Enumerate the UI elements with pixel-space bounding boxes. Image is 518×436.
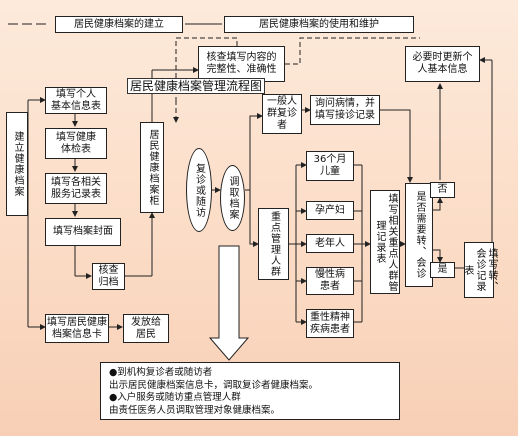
issue-card-box: 发放给 居民 xyxy=(123,314,169,343)
followup-oval: 复诊或随访 xyxy=(186,148,212,232)
fill-exam-box: 填写健康 体检表 xyxy=(45,128,107,159)
fill-cover-box: 填写档案封面 xyxy=(45,218,121,246)
children-box: 36个月 儿童 xyxy=(306,151,354,181)
mental-box: 重性精神 疾病患者 xyxy=(306,309,354,338)
fill-service-record-box: 填写各相关 服务记录表 xyxy=(45,173,107,204)
check-complete-box: 核查填写内容的 完整性、准确性 xyxy=(198,46,285,82)
fill-basic-info-box: 填写个人 基本信息表 xyxy=(45,87,107,114)
chronic-box: 慢性病 患者 xyxy=(306,267,354,295)
retrieve-oval: 调取档案 xyxy=(220,165,245,231)
inquire-box: 询问病情，并 填写接诊记录 xyxy=(310,95,380,125)
pregnant-box: 孕产妇 xyxy=(306,201,354,220)
archive-cabinet-box: 居民健康档案柜 xyxy=(140,122,164,213)
note-box: ●到机构复诊者或随访者 出示居民健康档案信息卡，调取复诊者健康档案。 ●入户服务… xyxy=(100,362,400,420)
down-arrow-shape xyxy=(208,245,250,361)
note-line-4: 由责任医务人员调取管理对象健康档案。 xyxy=(109,404,281,416)
legend-use: 居民健康档案的使用和维护 xyxy=(224,16,414,33)
establish-archive-box: 建立健康档案 xyxy=(6,112,28,216)
fill-card-box: 填写居民健康 档案信息卡 xyxy=(45,314,109,343)
elderly-box: 老年人 xyxy=(306,234,354,253)
key-groups-box: 重点管理人群 xyxy=(258,208,289,280)
note-line-2: 出示居民健康档案信息卡，调取复诊者健康档案。 xyxy=(109,379,319,391)
need-referral-box: 是否需要转、会诊 xyxy=(405,183,433,287)
update-info-box: 必要时更新个 人基本信息 xyxy=(405,46,480,82)
diagram-caption: 居民健康档案管理流程图 xyxy=(127,78,266,94)
legend-establish: 居民健康档案的建立 xyxy=(55,16,183,33)
fill-referral-box: 填写转、会诊记录表 xyxy=(462,242,497,298)
general-patients-box: 一般人 群复诊者 xyxy=(262,94,302,134)
check-file-box: 核查 归档 xyxy=(92,263,125,290)
fill-key-record-box: 填写相关重点人群管理记录表 xyxy=(370,190,400,294)
yes-box: 是 xyxy=(430,262,455,278)
note-line-1: ●到机构复诊者或随访者 xyxy=(109,367,213,378)
no-box: 否 xyxy=(430,182,455,198)
note-line-3: ●入户服务或随访重点管理人群 xyxy=(109,392,241,403)
